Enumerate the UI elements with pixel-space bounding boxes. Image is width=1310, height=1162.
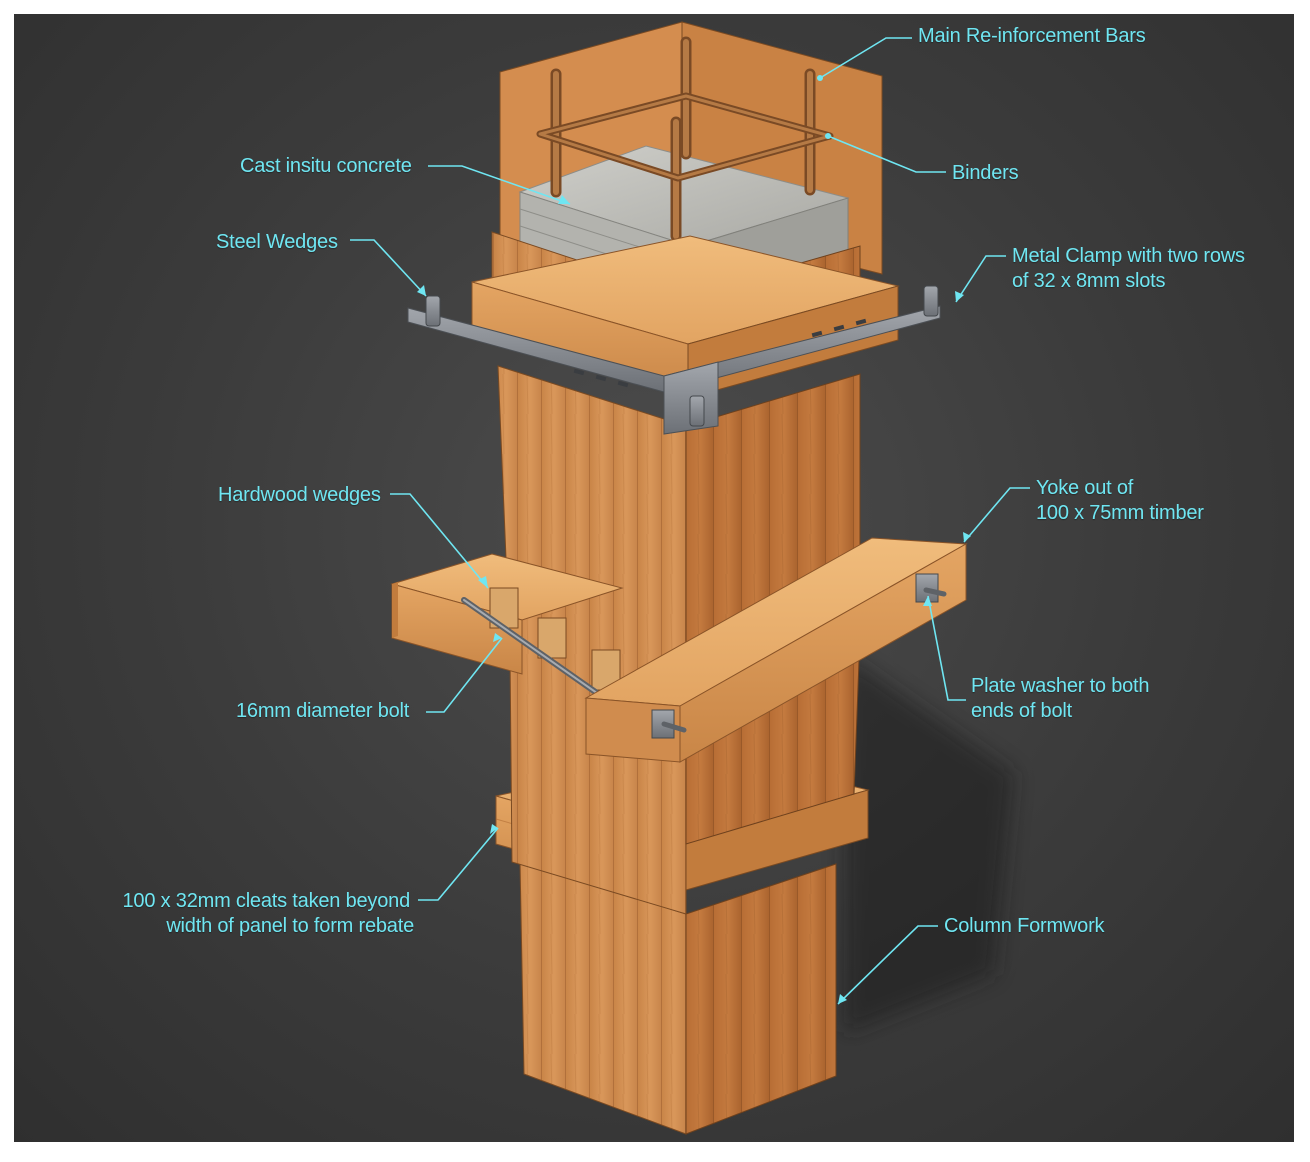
label-cast-insitu-concrete: Cast insitu concrete bbox=[240, 155, 412, 177]
label-metal-clamp-line2: of 32 x 8mm slots bbox=[1012, 270, 1166, 292]
steel-wedges bbox=[425, 285, 939, 427]
diagram-canvas: Main Re-inforcement Bars Binders Cast in… bbox=[14, 14, 1294, 1142]
label-plate-washer-line1: Plate washer to both bbox=[971, 675, 1150, 697]
leader-arrowheads bbox=[417, 75, 971, 1004]
label-hardwood-wedges: Hardwood wedges bbox=[218, 484, 381, 506]
label-main-reinforcement-bars: Main Re-inforcement Bars bbox=[918, 25, 1146, 47]
label-yoke-line1: Yoke out of bbox=[1036, 477, 1134, 499]
label-cleats-line1: 100 x 32mm cleats taken beyond bbox=[122, 890, 410, 912]
label-column-formwork: Column Formwork bbox=[944, 915, 1105, 937]
column-formwork-illustration bbox=[350, 21, 1030, 1135]
column-shadow bbox=[844, 654, 1014, 1034]
label-bolt: 16mm diameter bolt bbox=[236, 700, 410, 722]
plate-washers bbox=[651, 573, 947, 739]
leader-lines bbox=[350, 37, 1030, 1005]
hardwood-wedges bbox=[489, 587, 621, 691]
label-steel-wedges: Steel Wedges bbox=[216, 231, 338, 253]
column-formwork-lower bbox=[519, 861, 837, 1135]
yoke-left bbox=[390, 553, 624, 675]
label-metal-clamp-line1: Metal Clamp with two rows bbox=[1012, 245, 1245, 267]
label-binders: Binders bbox=[952, 162, 1019, 184]
label-cleats-line2: width of panel to form rebate bbox=[166, 915, 414, 937]
label-plate-washer-line2: ends of bolt bbox=[971, 700, 1073, 722]
label-yoke-line2: 100 x 75mm timber bbox=[1036, 502, 1204, 524]
